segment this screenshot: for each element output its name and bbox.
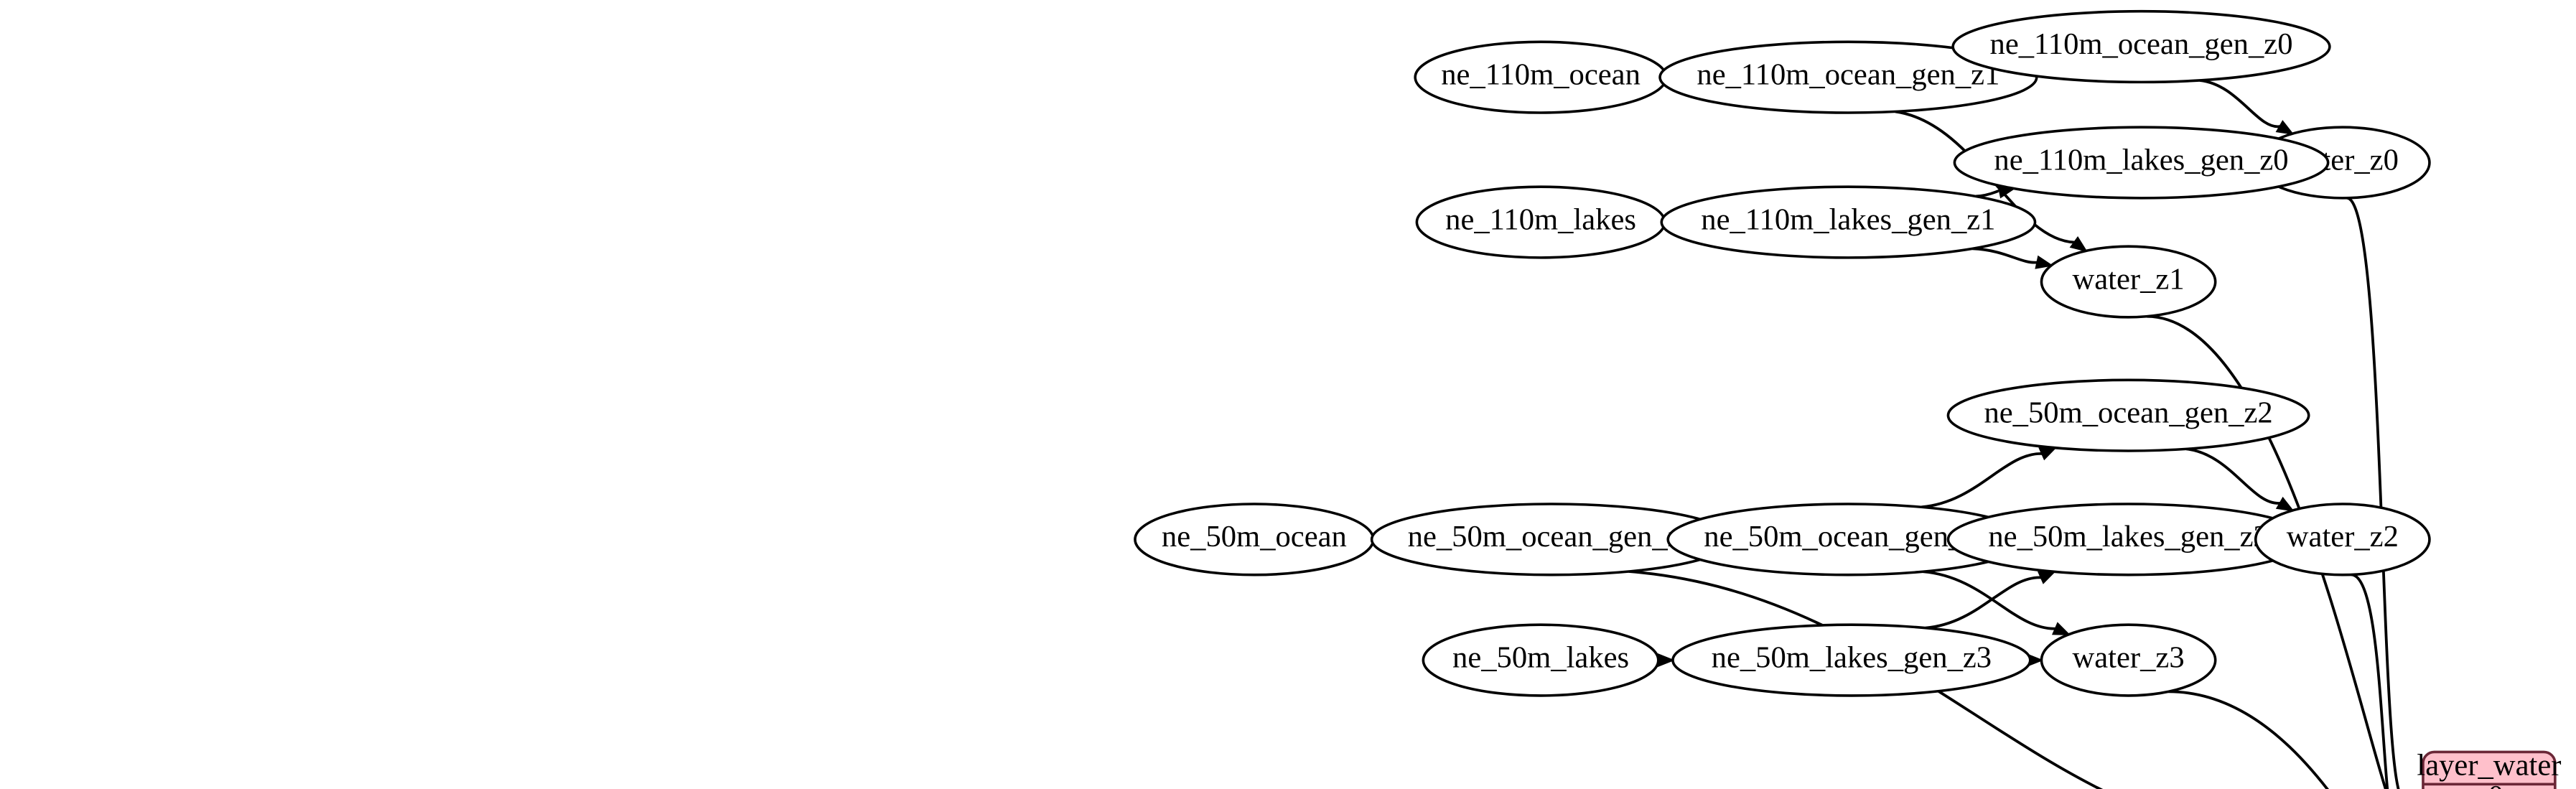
node-ellipse — [1671, 623, 2032, 697]
edge-arrowhead — [2038, 447, 2058, 461]
edge-arrowhead — [2275, 496, 2295, 512]
node-ellipse — [1414, 40, 1668, 114]
edge-arrowhead — [2275, 120, 2295, 135]
edge-water_z2-to-row-2 — [2351, 573, 2389, 789]
edge-arrowhead — [2069, 235, 2089, 253]
edge-ne_50m_ocean_gen_z2-to-water_z2 — [2186, 447, 2280, 505]
graph-node-water_z3[interactable]: water_z3 — [2040, 623, 2217, 697]
node-ellipse — [1660, 185, 2037, 259]
edge-ne_50m_ocean_gen_z4-to-water_z4 — [1628, 570, 2104, 789]
edge-ne_50m_ocean_gen_z3-to-ne_50m_ocean_gen_z2 — [1921, 452, 2043, 509]
edge-water_z3-to-row-3 — [2168, 690, 2329, 789]
node-ellipse — [1953, 126, 2330, 200]
graph-node-ne_50m_ocean_gen_z2[interactable]: ne_50m_ocean_gen_z2 — [1946, 378, 2310, 452]
graph-node-ne_50m_ocean[interactable]: ne_50m_ocean — [1134, 503, 1375, 576]
edge-ne_110m_lakes_gen_z1-to-ne_110m_lakes_gen_z0 — [1975, 190, 2002, 198]
edge-arrowhead — [2051, 622, 2071, 635]
layer-water-record-box — [2422, 750, 2557, 789]
nodes-layer: imposm3osm_water_polygonosm_ocean_polygo… — [1134, 9, 2431, 697]
graph-node-ne_110m_ocean_gen_z0[interactable]: ne_110m_ocean_gen_z0 — [1951, 9, 2331, 84]
graph-node-ne_50m_lakes[interactable]: ne_50m_lakes — [1422, 623, 1660, 697]
edge-ne_110m_lakes_gen_z1-to-water_z1 — [1972, 247, 2038, 264]
node-ellipse — [2040, 623, 2217, 697]
edge-arrowhead — [2035, 255, 2054, 269]
node-ellipse — [2254, 503, 2431, 576]
node-ellipse — [2040, 245, 2217, 319]
graph-node-ne_110m_ocean[interactable]: ne_110m_ocean — [1414, 40, 1668, 114]
edge-water_z0-to-row-0 — [2346, 196, 2400, 789]
graph-node-ne_50m_lakes_gen_z3[interactable]: ne_50m_lakes_gen_z3 — [1671, 623, 2032, 697]
node-ellipse — [1946, 378, 2310, 452]
node-ellipse — [1422, 623, 1660, 697]
edge-ne_50m_lakes_gen_z3-to-ne_50m_lakes_gen_z2 — [1925, 576, 2041, 630]
record-layer: layer_waterz0z1z2z3z4z5z6z7z8z9z10z11z12… — [2417, 749, 2561, 789]
edge-ne_110m_ocean_gen_z0-to-water_z0 — [2199, 79, 2280, 129]
graph-node-ne_110m_lakes[interactable]: ne_110m_lakes — [1415, 185, 1666, 259]
node-ellipse — [1951, 9, 2331, 84]
edge-ne_50m_ocean_gen_z3-to-water_z3 — [1923, 570, 2055, 630]
graph-node-water_z1[interactable]: water_z1 — [2040, 245, 2217, 319]
node-ellipse — [1415, 185, 1666, 259]
node-ellipse — [1134, 503, 1375, 576]
graph-node-ne_110m_lakes_gen_z1[interactable]: ne_110m_lakes_gen_z1 — [1660, 185, 2037, 259]
edge-arrowhead — [2038, 571, 2057, 584]
edge-arrowhead — [1657, 653, 1675, 668]
graph-node-ne_110m_lakes_gen_z0[interactable]: ne_110m_lakes_gen_z0 — [1953, 126, 2330, 200]
graph-node-water_z2[interactable]: water_z2 — [2254, 503, 2431, 576]
